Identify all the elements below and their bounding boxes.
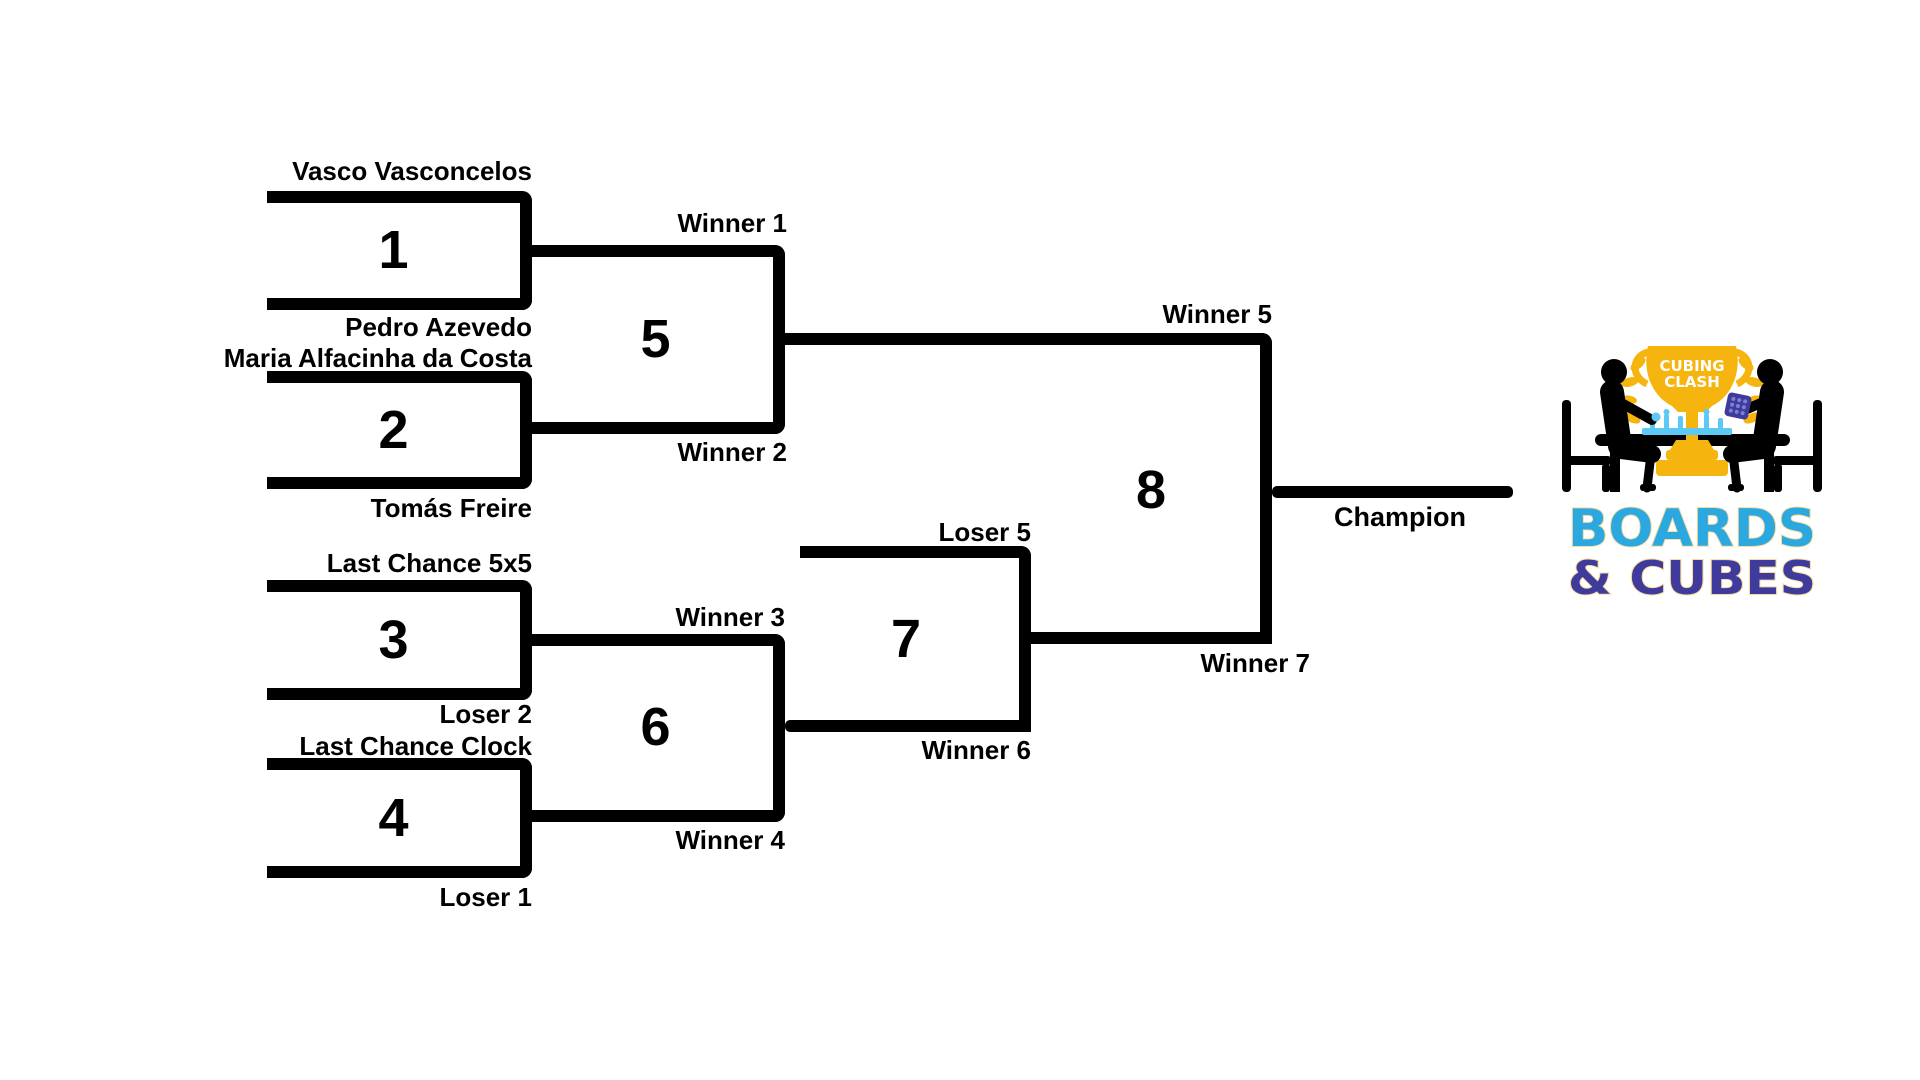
match-5-bracket <box>532 245 785 434</box>
match-5-bottom-label: Winner 2 <box>677 437 787 467</box>
match-1-bottom-label: Pedro Azevedo <box>345 312 532 342</box>
chess-set-icon <box>1642 409 1732 435</box>
match-4-bottom-label: Loser 1 <box>439 882 533 912</box>
match-3-top-label: Last Chance 5x5 <box>326 548 532 578</box>
match-1-box <box>267 191 532 310</box>
match-2-bottom-label: Tomás Freire <box>370 493 532 523</box>
match-2-top-label: Maria Alfacinha da Costa <box>223 343 532 373</box>
match-2-box <box>267 371 532 489</box>
chair-left-icon <box>1562 400 1611 492</box>
match-7-top-label: Loser 5 <box>938 517 1032 547</box>
boards-cubes-logo: CUBING CLASH <box>1552 342 1832 606</box>
trophy-text-line1: CUBING <box>1659 357 1724 375</box>
champion-label: Champion <box>1334 502 1466 532</box>
boards-cubes-logo-image: CUBING CLASH <box>1562 346 1822 606</box>
match-7-number: 7 <box>890 609 922 669</box>
champion-line <box>1272 486 1513 498</box>
winner-6-line <box>785 720 1031 732</box>
match-8-bracket <box>785 333 1272 644</box>
match-6-bracket <box>532 634 785 822</box>
logo-title-cubes: & CUBES <box>1568 551 1816 604</box>
match-3-box <box>267 580 532 700</box>
match-1-number: 1 <box>378 220 409 280</box>
winner-7-line <box>1025 632 1272 644</box>
match-2-number: 2 <box>378 400 409 460</box>
match-4-number: 4 <box>378 788 409 848</box>
match-4-box <box>267 758 532 878</box>
match-6-bottom-label: Winner 4 <box>675 825 785 855</box>
match-4-top-label: Last Chance Clock <box>299 731 532 761</box>
match-6-top-label: Winner 3 <box>675 602 785 632</box>
logo-title-boards: BOARDS <box>1568 499 1816 559</box>
match-1-top-label: Vasco Vasconcelos <box>292 156 532 186</box>
trophy-text-line2: CLASH <box>1664 373 1720 391</box>
player-left-icon <box>1600 359 1661 493</box>
match-3-bottom-label: Loser 2 <box>439 699 533 729</box>
puzzle-cube-icon <box>1724 392 1752 420</box>
match-8-top-label: Winner 5 <box>1162 299 1272 329</box>
match-3-number: 3 <box>378 610 409 670</box>
match-5-top-label: Winner 1 <box>677 208 787 238</box>
match-7-bracket <box>800 546 1031 732</box>
match-7-bottom-label: Winner 6 <box>921 735 1031 765</box>
match-8-bottom-label: Winner 7 <box>1200 648 1310 678</box>
match-5-number: 5 <box>640 309 671 369</box>
match-6-number: 6 <box>640 697 671 757</box>
match-8-number: 8 <box>1135 460 1167 520</box>
cubing-clash-trophy-icon: CUBING CLASH <box>1631 346 1753 476</box>
chair-right-icon <box>1773 400 1822 492</box>
